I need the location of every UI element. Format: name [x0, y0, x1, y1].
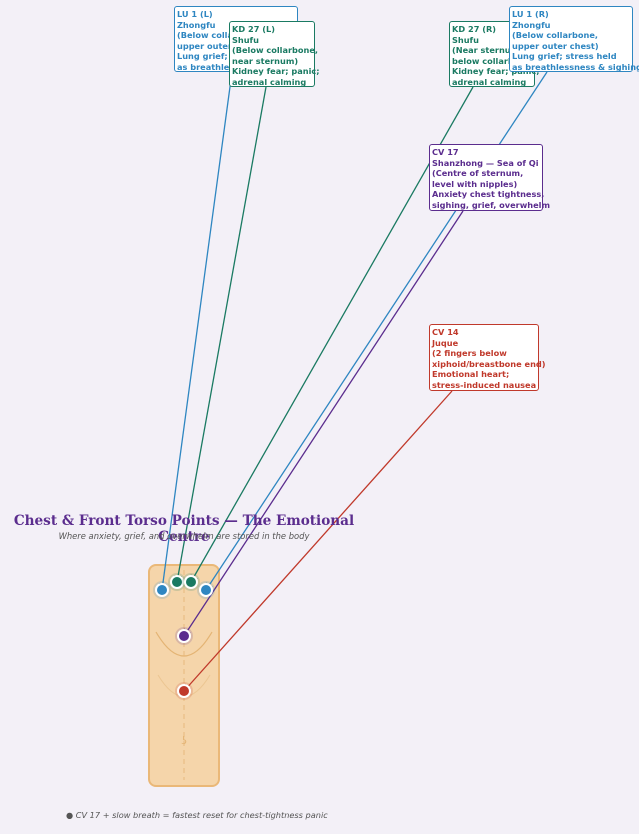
point-location: xiphoid/breastbone end) — [432, 358, 546, 369]
label-box-kd27-left: KD 27 (L)Shufu(Below collarbone,near ste… — [229, 21, 320, 87]
point-location: (Below collarbone, — [512, 30, 599, 41]
label-box-lu1-right: LU 1 (R)Zhongfu(Below collarbone,upper o… — [509, 6, 639, 72]
point-location: upper outer chest) — [512, 40, 599, 51]
point-effect: Emotional heart; — [432, 369, 510, 380]
point-effect: Anxiety chest tightness, — [432, 189, 545, 200]
point-code: CV 14 — [432, 327, 459, 337]
point-effect: Lung grief; stress held — [512, 51, 617, 62]
point-effect: Kidney fear; panic; — [232, 66, 320, 77]
chest-contour-upper — [155, 631, 213, 657]
footnote: ● CV 17 + slow breath = fastest reset fo… — [66, 810, 328, 820]
point-name: Zhongfu — [177, 19, 216, 30]
point-location: (Centre of sternum, — [432, 168, 524, 179]
point-effect: adrenal calming — [452, 76, 527, 87]
leader-line-cv17 — [183, 210, 464, 638]
point-location: upper outer chest) — [177, 40, 264, 51]
point-location: (Near sternum, — [452, 45, 523, 56]
point-code: LU 1 (R) — [512, 9, 549, 19]
point-location: (Below collarbone, — [177, 30, 264, 41]
point-marker-cv14[interactable] — [175, 682, 193, 700]
point-marker-cv17[interactable] — [175, 627, 193, 645]
point-code: KD 27 (R) — [452, 24, 497, 34]
point-marker-lu1-right[interactable] — [197, 581, 215, 599]
point-location: below collarbone) — [452, 55, 535, 66]
point-marker-lu1-left[interactable] — [153, 581, 171, 599]
point-effect: sighing, grief, overwhelm — [432, 199, 550, 210]
point-name: Zhongfu — [512, 19, 551, 30]
torso-outline — [148, 564, 220, 787]
point-effect: as breathlessness & sighing — [512, 61, 639, 72]
point-name: Shanzhong — Sea of Qi — [432, 157, 539, 168]
point-code: KD 27 (L) — [232, 24, 275, 34]
point-location: (Below collarbone, — [232, 45, 319, 56]
point-effect: stress-induced nausea — [432, 379, 537, 390]
point-effect: Kidney fear; panic; — [452, 66, 540, 77]
point-location: level with nipples) — [432, 178, 518, 189]
leader-line-kd27-left — [174, 86, 267, 584]
leader-line-cv14 — [183, 390, 453, 692]
diagram-title: Chest & Front Torso Points — The Emotion… — [13, 513, 355, 545]
diagram-subtitle: Where anxiety, grief, and overwhelm are … — [58, 531, 310, 541]
point-code: LU 1 (L) — [177, 9, 213, 19]
point-effect: adrenal calming — [232, 76, 307, 87]
navel-icon: ʖ — [181, 734, 187, 747]
point-name: Shufu — [232, 34, 259, 45]
point-name: Shufu — [452, 34, 479, 45]
point-location: (2 fingers below — [432, 348, 507, 359]
point-location: near sternum) — [232, 55, 299, 66]
leader-line-lu1-left — [159, 71, 233, 592]
point-code: CV 17 — [432, 147, 459, 157]
point-name: Juque — [432, 337, 459, 348]
point-marker-kd27-right[interactable] — [182, 573, 200, 591]
leader-line-kd27-right — [190, 86, 474, 584]
point-marker-kd27-left[interactable] — [168, 573, 186, 591]
